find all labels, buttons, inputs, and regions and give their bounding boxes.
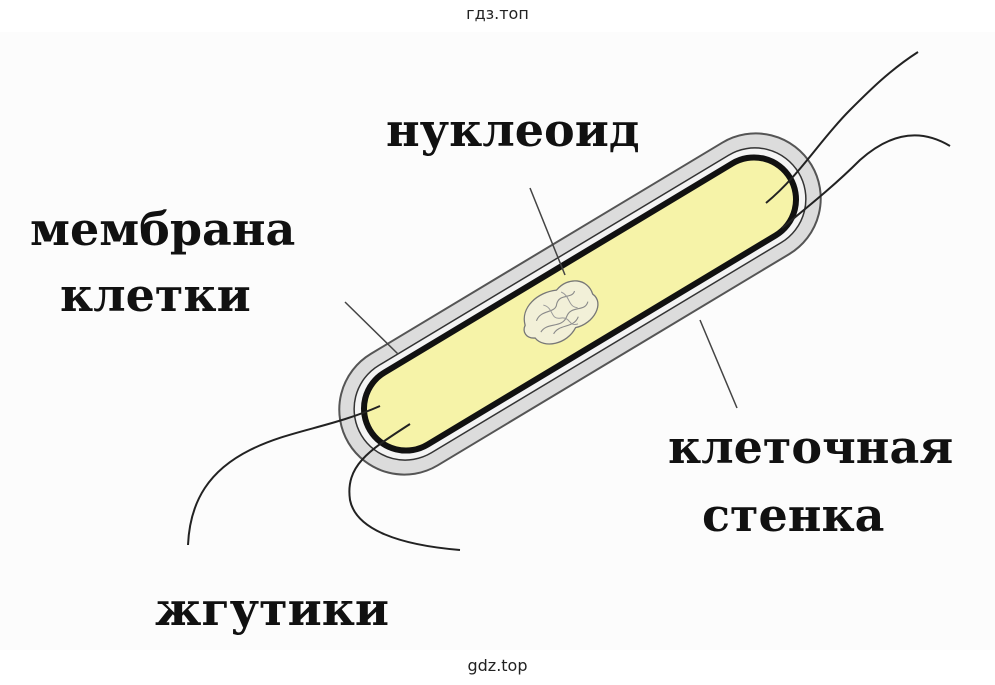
- pointer-cell-wall: [699, 319, 738, 409]
- label-cell-wall-line2: стенка: [702, 488, 884, 542]
- flagellum-left-lower: [348, 423, 461, 551]
- label-membrane-line2: клетки: [60, 268, 251, 322]
- bacterium-cell: [338, 132, 822, 476]
- label-nucleoid: нуклеоид: [386, 103, 640, 157]
- label-membrane-line1: мембрана: [30, 202, 295, 256]
- flagellum-right-upper: [765, 51, 919, 204]
- flagellum-right-lower: [781, 134, 951, 229]
- diagram-canvas: нуклеоид мембрана клетки клеточная стенк…: [30, 51, 953, 636]
- pointer-membrane: [344, 301, 399, 355]
- label-cell-wall-line1: клеточная: [668, 420, 953, 474]
- watermark-top: гдз.топ: [466, 4, 529, 23]
- watermark-bottom: gdz.top: [467, 656, 528, 675]
- flagellum-left-upper: [187, 405, 381, 546]
- bacterium-diagram: нуклеоид мембрана клетки клеточная стенк…: [0, 32, 995, 650]
- pointer-nucleoid: [529, 187, 566, 276]
- label-flagella: жгутики: [155, 582, 389, 636]
- nucleoid-shape: [523, 280, 599, 345]
